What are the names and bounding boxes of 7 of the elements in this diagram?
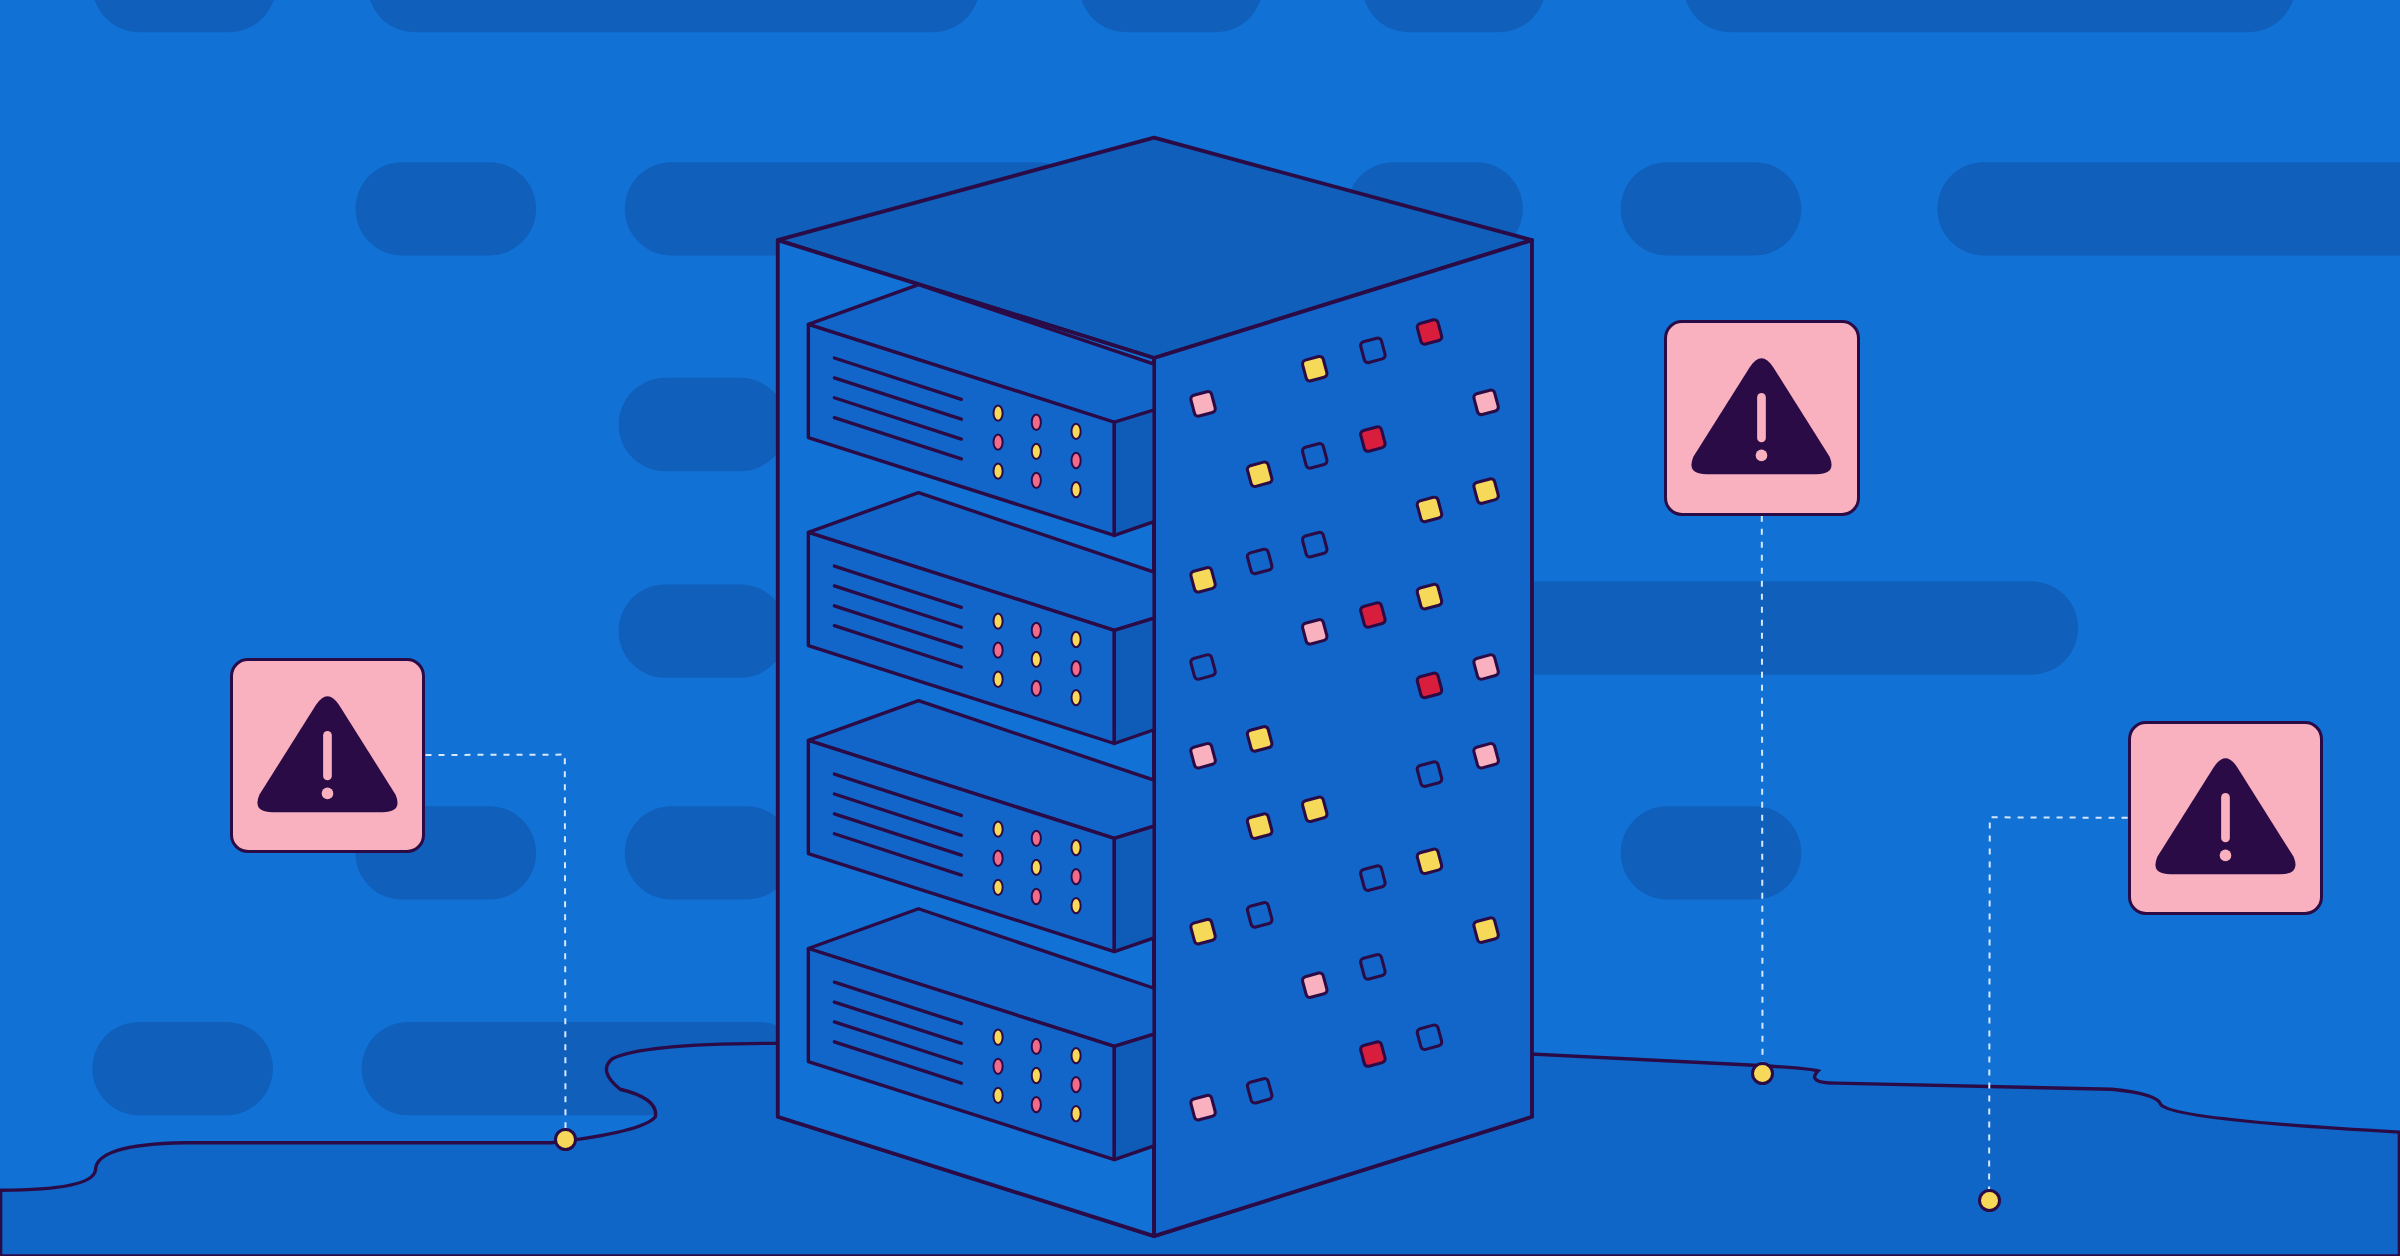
- alert-card: [229, 658, 426, 853]
- connector-dot: [1751, 1062, 1774, 1086]
- connector-dot: [554, 1128, 578, 1151]
- leader-line: [1988, 816, 2129, 1191]
- leader-line: [424, 753, 567, 1130]
- alert-card: [2127, 720, 2324, 916]
- alert-card: [1663, 319, 1860, 516]
